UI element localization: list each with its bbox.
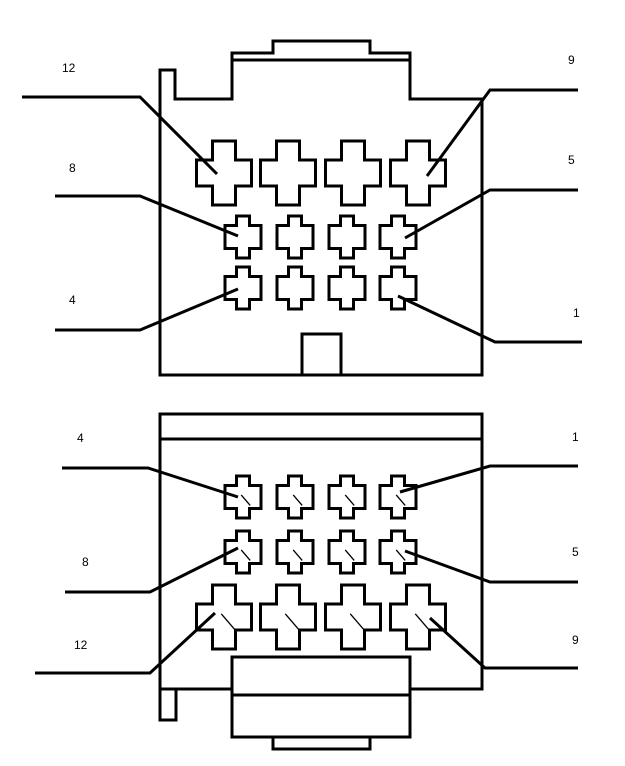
pin-cavity [378,529,418,575]
pin-cavity [389,583,447,651]
top-leader-lines [22,88,582,344]
bottom-connector-housing [158,412,484,691]
top-connector-latch [300,332,343,375]
label-pin5: 5 [572,545,579,559]
pin-cavity [275,265,315,311]
leader-line-pin9 [428,616,578,670]
pin-cavity [223,214,263,260]
label-pin4: 4 [77,431,84,445]
pin-cavity [223,529,263,575]
pin-cavity [275,474,315,520]
pin-cavity [378,214,418,260]
pin-cavity [378,474,418,520]
leader-line-pin8 [65,546,239,594]
top-connector: 12 9 8 5 4 1 [22,39,582,377]
pin-cavity [327,265,367,311]
pin-contact-mark [292,494,303,506]
pin-cavity [259,583,317,651]
pin-cavity [195,139,253,207]
leader-line-pin12 [35,611,217,675]
pin-cavity [324,139,382,207]
label-pin4: 4 [69,293,76,307]
pin-cavity [378,265,418,311]
pin-contact-mark [395,549,406,561]
label-pin12: 12 [62,61,76,75]
leader-line-pin9 [425,88,578,177]
top-pin-cavities [195,139,447,311]
pin-cavity [275,529,315,575]
pin-cavity [389,139,447,207]
leader-line-pin1 [399,464,578,494]
label-pin9: 9 [572,633,579,647]
bottom-connector-foot [271,735,372,751]
pin-contact-mark [220,613,236,631]
label-pin12: 12 [74,638,88,652]
label-pin1: 1 [573,306,580,320]
leader-line-pin5 [404,188,578,240]
pin-cavity [327,474,367,520]
label-pin1: 1 [572,430,579,444]
pin-contact-mark [344,549,355,561]
pin-cavity [327,529,367,575]
leader-line-pin12 [22,95,219,176]
bottom-connector-lock-block [230,655,412,739]
pin-contact-mark [292,549,303,561]
top-connector-housing [158,39,484,377]
bottom-pin-cavities [195,474,447,651]
leader-line-pin4 [55,287,239,332]
pin-cavity [275,214,315,260]
pin-contact-mark [344,494,355,506]
label-pin5: 5 [568,153,575,167]
pin-contact-mark [395,494,406,506]
pin-contact-mark [240,549,251,561]
pin-contact-mark [284,613,300,631]
pin-cavity [195,583,253,651]
pin-cavity [223,474,263,520]
label-pin9: 9 [568,53,575,67]
pin-contact-mark [414,613,430,631]
pin-cavity [223,265,263,311]
pin-contact-mark [349,613,365,631]
leader-line-pin1 [397,294,582,344]
label-pin8: 8 [69,161,76,175]
pin-cavity [324,583,382,651]
bottom-connector: 4 1 8 5 12 9 [35,412,579,751]
pin-contact-mark [240,494,251,506]
pin-cavity [259,139,317,207]
leader-line-pin4 [62,466,239,499]
bottom-connector-tab [158,689,178,722]
leader-line-pin5 [404,549,578,584]
bottom-leader-lines [35,464,578,675]
label-pin8: 8 [82,555,89,569]
pin-cavity [327,214,367,260]
leader-line-pin8 [55,194,239,238]
